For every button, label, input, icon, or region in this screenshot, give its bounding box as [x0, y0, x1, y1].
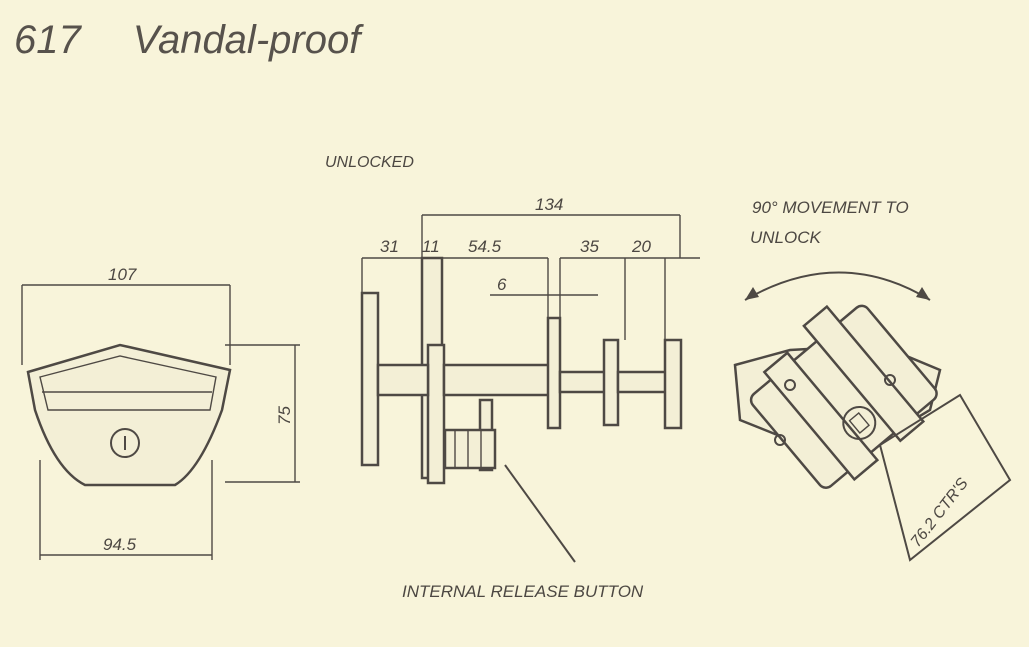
drawing-title: 617 Vandal-proof	[14, 18, 360, 63]
front-view: 107 75 94.5	[21, 265, 300, 560]
side-view: 134 31 11 54.5 35 20 6	[360, 195, 700, 563]
state-label: UNLOCKED	[325, 154, 414, 171]
dim-overall: 134	[535, 195, 563, 214]
dim-height: 75	[275, 406, 294, 425]
model-number: 617	[14, 18, 81, 62]
movement-note-line2: UNLOCK	[750, 228, 822, 247]
internal-release-button-callout: INTERNAL RELEASE BUTTON	[402, 582, 644, 601]
dim-centers: 76.2 CTR'S	[908, 475, 972, 550]
dim-20: 20	[631, 237, 651, 256]
model-name: Vandal-proof	[132, 18, 361, 62]
dim-31: 31	[380, 237, 399, 256]
dim-11: 11	[422, 237, 440, 256]
dim-width-top: 107	[108, 265, 137, 284]
dim-6: 6	[497, 275, 507, 294]
movement-note-line1: 90° MOVEMENT TO	[752, 198, 909, 217]
dim-54-5: 54.5	[468, 237, 502, 256]
dim-width-bottom: 94.5	[103, 535, 137, 554]
dim-35: 35	[580, 237, 599, 256]
rotated-view: 90° MOVEMENT TO UNLOCK 76.2 CTR'S	[733, 198, 1012, 562]
